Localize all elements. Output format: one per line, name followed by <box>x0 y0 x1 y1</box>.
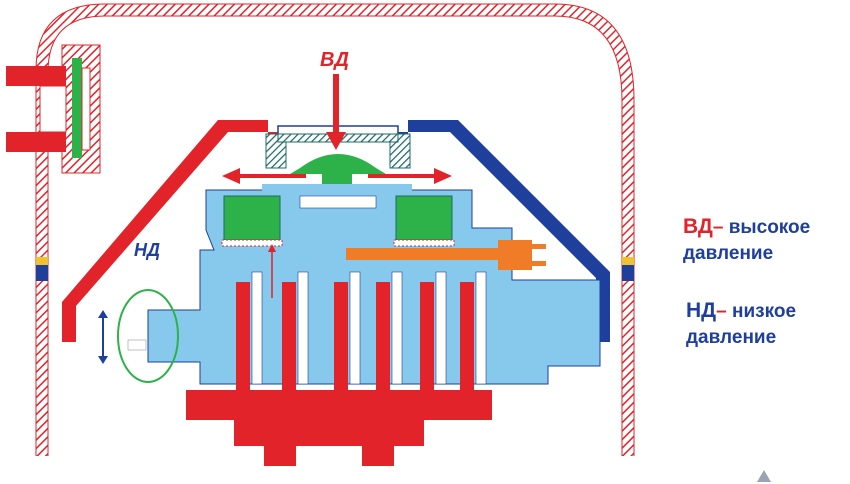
scroll-gap <box>391 271 403 385</box>
legend-high: ВД– высокое давление <box>683 214 810 267</box>
valve-block-left <box>223 195 281 241</box>
flange-right <box>622 265 634 281</box>
legend-low-text2: давление <box>686 327 777 348</box>
scroll-vane <box>460 282 474 390</box>
motion-path <box>117 289 179 383</box>
port-fitting <box>6 44 101 174</box>
scroll-gap <box>297 271 309 385</box>
scroll-vane <box>376 282 390 390</box>
legend-low-dash: – <box>716 301 727 322</box>
flange-left <box>36 265 48 281</box>
heater-element <box>346 240 546 270</box>
shaft-right <box>362 420 394 466</box>
scroll-vane <box>282 282 296 390</box>
low-pressure-label: НД <box>134 240 160 260</box>
valve-block-right <box>395 195 453 241</box>
discharge-plenum-low <box>396 120 610 342</box>
scroll-gap <box>435 271 447 385</box>
legend-low: НД– низкое давление <box>686 298 796 351</box>
legend-high-abbr: ВД <box>683 215 713 238</box>
legend-low-text: низкое <box>726 301 797 322</box>
base-plate <box>186 390 492 420</box>
scroll-vane <box>420 282 434 390</box>
compressor-body <box>147 189 601 385</box>
corner-mark <box>757 470 771 482</box>
legend-high-text: высокое <box>723 217 811 238</box>
scroll-gap <box>475 271 487 385</box>
housing-shell <box>36 4 634 456</box>
legend-high-dash: – <box>712 217 724 238</box>
shaft-left <box>264 420 296 466</box>
scroll-vane <box>236 282 250 390</box>
scroll-vane <box>334 282 348 390</box>
scroll-vanes <box>236 271 487 390</box>
high-pressure-label: ВД <box>320 49 349 71</box>
legend-high-text2: давление <box>683 243 774 264</box>
central-valve <box>290 154 386 174</box>
scroll-gap <box>349 271 361 385</box>
legend-low-abbr: НД <box>686 299 717 322</box>
scroll-gap <box>251 271 263 385</box>
